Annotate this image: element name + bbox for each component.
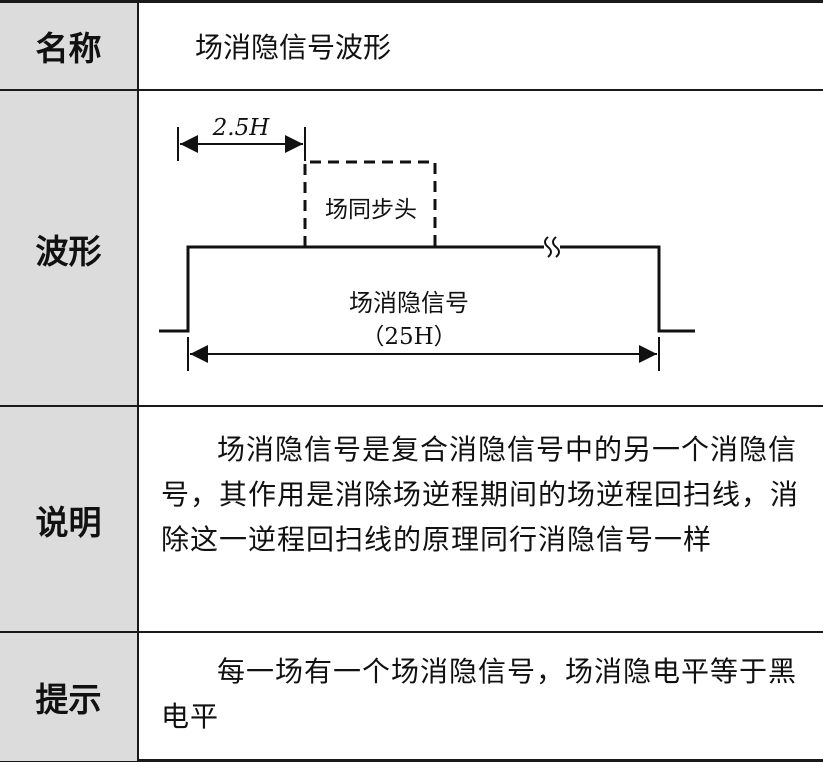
sync-width-label: 2.5H <box>212 115 271 141</box>
break-mark <box>544 236 552 258</box>
row-cell-waveform: 2.5H 场同步头 场消隐信号 （25H） <box>139 91 823 407</box>
break-mark-2 <box>552 236 560 258</box>
blanking-pulse-waveform <box>159 245 544 333</box>
row-cell-explanation: 场消隐信号是复合消隐信号中的另一个消隐信号，其作用是消除场逆程期间的场逆程回扫线… <box>139 407 823 633</box>
row-header-tip: 提示 <box>0 633 139 761</box>
waveform-name: 场消隐信号波形 <box>195 31 392 64</box>
row-header-name: 名称 <box>0 3 139 89</box>
blanking-pulse-waveform-tail <box>560 245 695 333</box>
sync-head-dashed-box <box>303 160 437 247</box>
row-header-waveform: 波形 <box>0 91 139 407</box>
tip-text: 每一场有一个场消隐信号，场消隐电平等于黑电平 <box>161 655 798 733</box>
row-cell-tip: 每一场有一个场消隐信号，场消隐电平等于黑电平 <box>139 633 823 761</box>
row-header-explanation: 说明 <box>0 407 139 633</box>
row-waveform: 波形 2.5H 场同步头 <box>0 89 823 407</box>
row-tip: 提示 每一场有一个场消隐信号，场消隐电平等于黑电平 <box>0 631 823 761</box>
waveform-diagram: 2.5H 场同步头 场消隐信号 （25H） <box>159 115 695 371</box>
row-explanation: 说明 场消隐信号是复合消隐信号中的另一个消隐信号，其作用是消除场逆程期间的场逆程… <box>0 405 823 633</box>
row-cell-name: 场消隐信号波形 <box>139 3 823 89</box>
explanation-text: 场消隐信号是复合消隐信号中的另一个消隐信号，其作用是消除场逆程期间的场逆程回扫线… <box>161 433 800 556</box>
blanking-duration-label: （25H） <box>361 324 456 350</box>
sync-head-label: 场同步头 <box>325 197 417 223</box>
blanking-signal-label: 场消隐信号 <box>349 289 469 317</box>
row-name: 名称 场消隐信号波形 <box>0 3 823 89</box>
